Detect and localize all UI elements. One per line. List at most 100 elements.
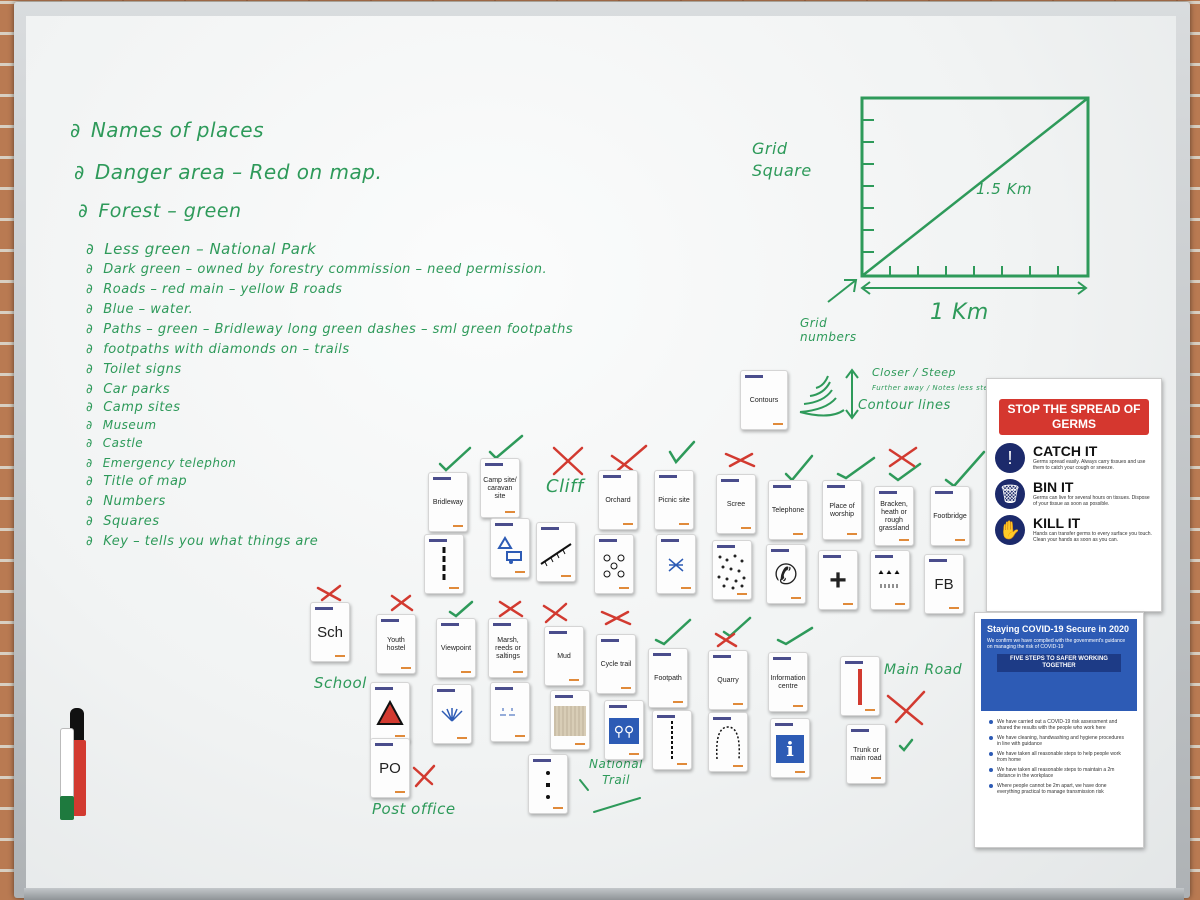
card-contours: Contours [740,370,788,430]
picnic-symbol-icon [668,558,684,572]
symbol-camp-site [490,518,530,578]
contour-note-closer: Closer / Steep [872,366,956,379]
covid-steps-list: We have carried out a COVID-19 risk asse… [989,719,1129,795]
symbol-telephone: ✆ [766,544,806,604]
note: ∂Numbers [86,494,166,509]
cliff-symbol-icon [540,543,572,567]
post-office-label: Post office [372,800,456,818]
telephone-icon: ✆ [774,559,798,590]
grid-diagonal-label: 1.5 Km [976,180,1033,198]
contour-steps-drawing [799,368,859,420]
card-bridleway: Bridleway [428,472,468,532]
symbol-orchard [594,534,634,594]
note: ∂Camp sites [86,400,181,415]
marker-body-red [72,740,86,816]
symbol-place-of-worship: + [818,550,858,610]
note: ∂Names of places [70,118,264,142]
symbol-bracken [870,550,910,610]
card-marsh: Marsh, reeds or saltings [488,618,528,678]
grid-square-label: Grid Square [752,139,812,180]
kill-it-heading: KILL IT [1033,515,1081,531]
bin-it-text: Germs can live for several hours on tiss… [1033,495,1150,507]
symbol-bridleway [424,534,464,594]
youth-hostel-icon [376,700,404,725]
five-steps-banner: FIVE STEPS TO SAFER WORKING TOGETHER [997,654,1121,672]
card-po: PO [370,738,410,798]
card-footpath: Footpath [648,648,688,708]
symbol-mud [550,690,590,750]
tent-caravan-icon [497,536,522,564]
covid-poster-header: Staying COVID-19 Secure in 2020 We confi… [981,619,1137,711]
info-icon: i [776,735,804,763]
symbol-marsh [490,682,530,742]
note: ∂Key – tells you what things are [86,534,319,549]
symbol-cliff [536,522,576,582]
symbol-cycle-trail: ⚲⚲ [604,700,644,760]
catch-it-text: Germs spread easily. Always carry tissue… [1033,459,1146,471]
note: ∂Toilet signs [86,362,182,377]
hands-icon: ✋ [995,515,1025,545]
symbol-fb: FB [924,554,964,614]
card-trunk-road: Trunk or main road [846,724,886,784]
note: ∂Title of map [86,474,188,489]
symbol-national-trail [528,754,568,814]
main-road-label: Main Road [884,662,963,678]
footpath-symbol-icon [671,721,673,761]
card-orchard: Orchard [598,470,638,530]
note: ∂Dark green – owned by forestry commissi… [86,262,548,277]
germs-poster-title: STOP THE SPREAD OF GERMS [999,399,1149,435]
symbol-picnic-site [656,534,696,594]
symbol-a-road [840,656,880,716]
note: ∂Castle [86,436,144,450]
covid-poster-intro: We confirm we have complied with the gov… [987,638,1126,650]
marsh-symbol-icon [500,708,515,716]
contour-note-further: Further away / Notes less steep [872,384,999,392]
contour-note-lines: Contour lines [858,398,951,413]
note: ∂Roads – red main – yellow B roads [86,282,343,297]
mud-swatch [554,706,586,736]
viewpoint-icon [441,708,463,722]
card-viewpoint: Viewpoint [436,618,476,678]
card-information-centre: Information centre [768,652,808,712]
note: ∂Squares [86,514,160,529]
symbol-scree [712,540,752,600]
scree-symbol-icon [717,554,746,590]
symbol-information: i [770,718,810,778]
symbol-footpath [652,710,692,770]
card-camp-site: Camp site/ caravan site [480,458,520,518]
note: ∂Danger area – Red on map. [74,160,383,184]
national-trail-label: National Trail [588,757,643,787]
note: ∂Less green – National Park [86,240,317,258]
exclamation-icon: ! [995,443,1025,473]
card-mud: Mud [544,626,584,686]
card-telephone: Telephone [768,480,808,540]
note: ∂Paths – green – Bridleway long green da… [86,322,574,337]
grid-side-label: 1 Km [930,300,989,325]
marker-cap-green [60,796,74,820]
card-sch: Sch [310,602,350,662]
covid-step: Where people cannot be 2m apart, we have… [989,783,1129,795]
covid-step: We have cleaning, handwashing and hygien… [989,735,1129,747]
covid-secure-poster: Staying COVID-19 Secure in 2020 We confi… [974,612,1144,848]
card-bracken: Bracken, heath or rough grassland [874,486,914,546]
card-footbridge: Footbridge [930,486,970,546]
a-road-symbol-icon [858,669,862,705]
note: ∂Emergency telephon [86,456,237,470]
symbol-youth-hostel [370,682,410,742]
card-youth-hostel: Youth hostel [376,614,416,674]
orchard-symbol-icon [603,554,625,578]
marker-pen[interactable] [60,708,90,820]
bicycle-icon: ⚲⚲ [609,718,639,744]
note: ∂Forest – green [78,200,242,222]
bracken-symbol-icon [878,570,900,588]
covid-step: We have taken all reasonable steps to he… [989,751,1129,763]
bin-icon: 🗑 [995,479,1025,509]
national-trail-symbol-icon [546,771,550,799]
symbol-quarry [708,712,748,772]
catch-it-heading: CATCH IT [1033,443,1098,459]
covid-step: We have taken all reasonable steps to ma… [989,767,1129,779]
